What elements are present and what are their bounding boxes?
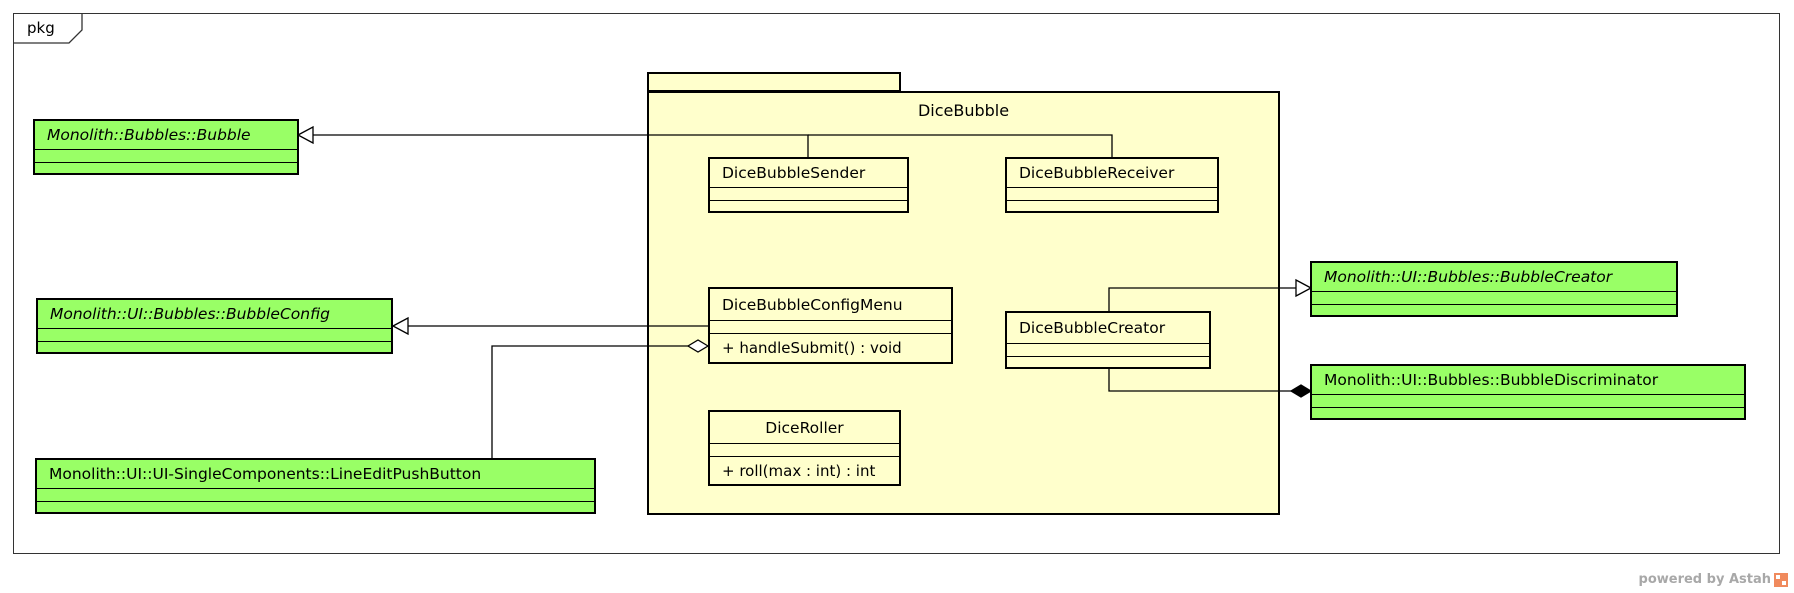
class-bubble-attributes <box>35 149 297 162</box>
class-dice-bubble-sender-name: DiceBubbleSender <box>722 164 866 182</box>
class-dice-roller-name: DiceRoller <box>765 418 844 437</box>
package-name: DiceBubble <box>917 101 1010 120</box>
class-dice-roller-attributes <box>710 443 899 456</box>
class-bubble-discriminator-name: Monolith::UI::Bubbles::BubbleDiscriminat… <box>1324 371 1659 389</box>
watermark: powered by Astah <box>1639 572 1788 587</box>
class-bubble-creator-attributes <box>1312 291 1676 304</box>
class-line-edit-push-button-attributes <box>37 488 594 501</box>
class-line-edit-push-button-name: Monolith::UI::UI-SingleComponents::LineE… <box>49 465 482 483</box>
class-bubble-config[interactable]: Monolith::UI::Bubbles::BubbleConfig <box>36 298 393 354</box>
generalization-receiver-to-bubble <box>808 134 1113 158</box>
astah-logo-icon <box>1774 572 1788 587</box>
generalization-arrowhead-bubble <box>296 125 314 145</box>
class-bubble-config-name: Monolith::UI::Bubbles::BubbleConfig <box>50 305 330 323</box>
class-dice-bubble-sender-operations <box>710 200 907 211</box>
generalization-arrowhead-bubblecreator <box>1295 278 1313 298</box>
diagram-frame <box>13 13 1780 554</box>
class-bubble-operations <box>35 162 297 173</box>
class-bubble-config-operations <box>38 341 391 352</box>
frame-tag-label: pkg <box>27 19 55 37</box>
class-dice-bubble-config-menu-operation: + handleSubmit() : void <box>710 333 951 362</box>
class-bubble-creator-operations <box>1312 304 1676 315</box>
class-dice-bubble-receiver-name: DiceBubbleReceiver <box>1019 164 1175 182</box>
class-bubble-discriminator[interactable]: Monolith::UI::Bubbles::BubbleDiscriminat… <box>1310 364 1746 420</box>
class-bubble-config-attributes <box>38 328 391 341</box>
composition-line <box>1108 369 1291 392</box>
class-dice-bubble-config-menu-attributes <box>710 320 951 333</box>
class-dice-bubble-creator[interactable]: DiceBubbleCreator <box>1005 311 1211 369</box>
aggregation-diamond <box>686 339 710 353</box>
composition-diamond <box>1289 384 1313 398</box>
class-bubble-creator[interactable]: Monolith::UI::Bubbles::BubbleCreator <box>1310 261 1678 317</box>
class-bubble-discriminator-operations <box>1312 407 1744 418</box>
class-dice-bubble-receiver[interactable]: DiceBubbleReceiver <box>1005 157 1219 213</box>
generalization-creator-to-bubblecreator <box>1108 287 1296 312</box>
class-dice-roller-operation: + roll(max : int) : int <box>710 456 899 484</box>
generalization-arrowhead-bubbleconfig <box>391 316 409 336</box>
class-bubble[interactable]: Monolith::Bubbles::Bubble <box>33 119 299 175</box>
class-line-edit-push-button[interactable]: Monolith::UI::UI-SingleComponents::LineE… <box>35 458 596 514</box>
class-dice-bubble-creator-attributes <box>1007 343 1209 356</box>
watermark-text: powered by Astah <box>1638 572 1771 587</box>
class-dice-bubble-sender[interactable]: DiceBubbleSender <box>708 157 909 213</box>
class-dice-bubble-creator-operations <box>1007 356 1209 367</box>
class-dice-roller[interactable]: DiceRoller + roll(max : int) : int <box>708 410 901 486</box>
class-dice-bubble-sender-attributes <box>710 187 907 200</box>
generalization-sender-to-bubble <box>313 134 809 158</box>
frame-tag: pkg <box>13 13 83 44</box>
class-bubble-discriminator-attributes <box>1312 394 1744 407</box>
class-bubble-creator-name: Monolith::UI::Bubbles::BubbleCreator <box>1324 268 1613 286</box>
class-dice-bubble-receiver-operations <box>1007 200 1217 211</box>
class-dice-bubble-config-menu[interactable]: DiceBubbleConfigMenu + handleSubmit() : … <box>708 287 953 364</box>
aggregation-line <box>491 345 688 458</box>
class-line-edit-push-button-operations <box>37 501 594 512</box>
class-dice-bubble-receiver-attributes <box>1007 187 1217 200</box>
frame-tag-shape <box>13 13 83 44</box>
class-dice-bubble-creator-name: DiceBubbleCreator <box>1019 319 1166 337</box>
class-dice-bubble-config-menu-name: DiceBubbleConfigMenu <box>722 295 903 314</box>
class-bubble-name: Monolith::Bubbles::Bubble <box>47 126 251 144</box>
